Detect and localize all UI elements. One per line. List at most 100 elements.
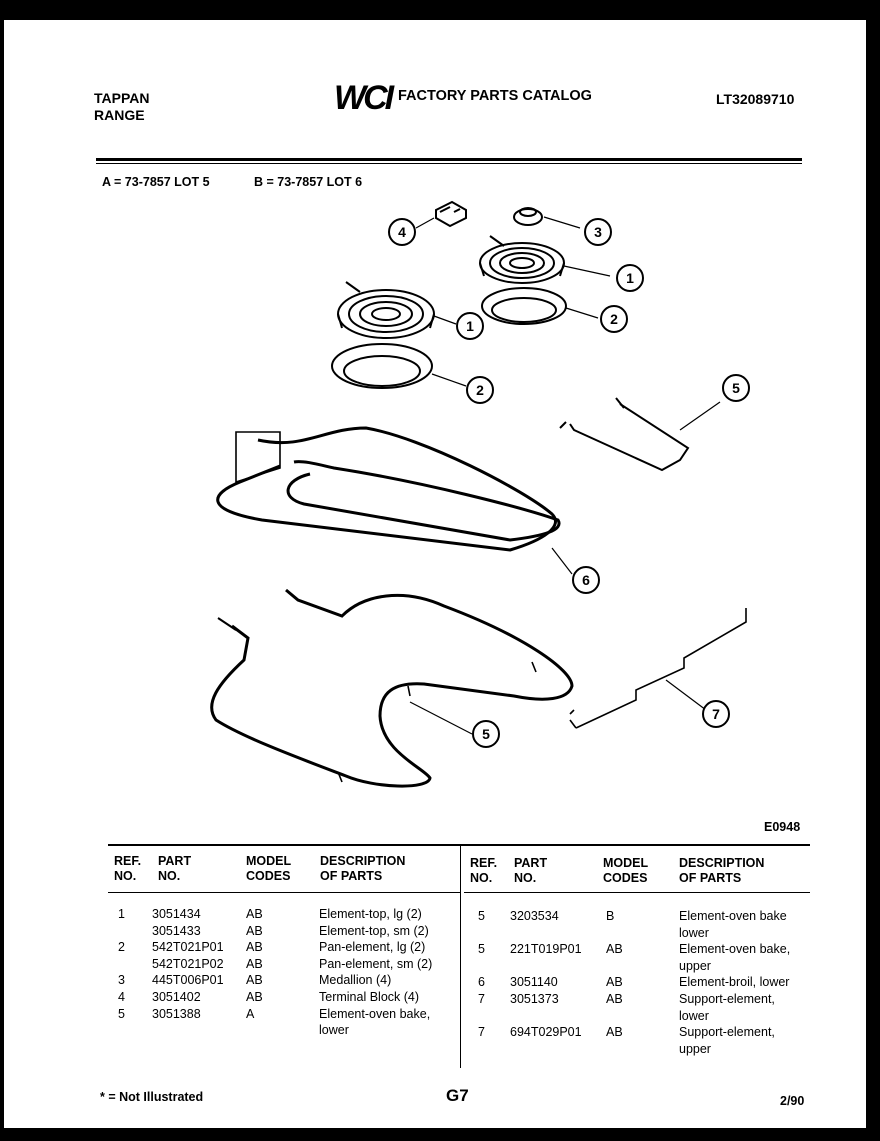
left-row-ref: [118, 1022, 125, 1039]
left-row-ref: [118, 956, 125, 973]
right-row-desc: Support-element,: [679, 1025, 775, 1040]
left-row-desc: Pan-element, sm (2): [319, 956, 433, 971]
right-row-desc: lower: [679, 925, 709, 940]
callout-2-upper: 2: [600, 305, 628, 333]
left-row-ref: 1: [118, 907, 125, 921]
oven-bake-element-lower: [210, 588, 574, 788]
left-row-ref: 4: [118, 989, 125, 1004]
brand-block: TAPPAN RANGE: [94, 90, 149, 124]
right-row-model: [606, 1008, 623, 1025]
oven-bake-element-upper: [559, 397, 721, 472]
left-desc-column: Element-top, lg (2)Element-top, sm (2)Pa…: [319, 906, 432, 1039]
header-rule-thick: [96, 158, 802, 161]
right-header-ref: REF.NO.: [470, 856, 498, 885]
table-column-divider: [460, 846, 461, 1068]
right-row-ref: 7: [478, 991, 485, 1006]
callout-2-lower: 2: [466, 376, 494, 404]
left-row-part: 3051434: [152, 907, 201, 921]
footnote: * = Not Illustrated: [100, 1090, 204, 1104]
surface-element-lower: [337, 281, 457, 339]
svg-text:7: 7: [712, 706, 720, 722]
callout-5-lower: 5: [472, 720, 500, 748]
left-row-part: 542T021P01: [152, 940, 224, 955]
svg-text:4: 4: [398, 224, 406, 240]
left-row-ref: 2: [118, 940, 125, 955]
left-row-part: 3051388: [152, 1006, 201, 1021]
left-row-part: [152, 1022, 224, 1039]
right-row-desc: Element-oven bake,: [679, 942, 791, 957]
right-row-model: AB: [606, 991, 623, 1006]
svg-text:1: 1: [466, 318, 474, 334]
right-row-model: [606, 958, 623, 975]
right-row-ref: 7: [478, 1025, 485, 1040]
model-b-label: B = 73-7857 LOT 6: [254, 175, 363, 189]
right-row-part: 3051373: [510, 991, 559, 1006]
left-header-ref: REF.NO.: [114, 854, 142, 883]
right-row-desc: upper: [679, 958, 711, 973]
left-row-desc: Element-oven bake,: [319, 1006, 431, 1021]
left-row-model: AB: [246, 956, 263, 971]
table-top-rule: [108, 844, 810, 846]
catalog-title: FACTORY PARTS CATALOG: [398, 88, 592, 104]
right-row-desc: Element-oven bake: [679, 909, 787, 923]
table-header-rule-left: [108, 892, 460, 893]
logo-text: WCI: [334, 79, 396, 114]
right-row-desc: Element-broil, lower: [679, 975, 790, 990]
right-row-model: [606, 1041, 623, 1058]
left-row-model: AB: [246, 923, 263, 938]
revision-date: 2/90: [780, 1094, 805, 1108]
left-row-model: AB: [246, 989, 263, 1004]
right-row-ref: 6: [478, 975, 485, 990]
right-row-part: [510, 925, 582, 942]
svg-text:2: 2: [610, 311, 618, 327]
right-row-ref: [478, 1041, 485, 1058]
left-row-model: AB: [246, 907, 263, 921]
callout-6: 6: [572, 566, 600, 594]
left-row-desc: Terminal Block (4): [319, 989, 420, 1004]
callout-1-lower: 1: [456, 312, 484, 340]
left-row-desc: lower: [319, 1023, 349, 1038]
exploded-parts-diagram: 4 3 1 1 2 2 5 6: [210, 200, 750, 788]
callout-5-upper: 5: [722, 374, 750, 402]
right-row-model: AB: [606, 942, 623, 957]
wci-logo: WCI: [332, 78, 399, 118]
broil-element: [216, 426, 573, 575]
right-row-desc: upper: [679, 1041, 711, 1056]
left-row-ref: 3: [118, 973, 125, 988]
left-row-part: 542T021P02: [152, 956, 224, 971]
left-row-model: [246, 1022, 263, 1039]
right-row-model: B: [606, 909, 615, 923]
support-element: [569, 608, 747, 729]
right-row-part: 221T019P01: [510, 942, 582, 957]
right-row-ref: 5: [478, 942, 485, 957]
diagram-code: E0948: [764, 820, 801, 834]
left-row-model: AB: [246, 973, 263, 988]
left-row-desc: Element-top, sm (2): [319, 923, 429, 938]
brand-name: TAPPAN: [94, 90, 150, 106]
left-row-model: AB: [246, 940, 263, 955]
callout-1-upper: 1: [616, 264, 644, 292]
catalog-page: TAPPAN RANGE WCI FACTORY PARTS CATALOG L…: [4, 20, 866, 1128]
right-row-part: [510, 1008, 582, 1025]
svg-text:5: 5: [732, 380, 740, 396]
right-row-model: AB: [606, 1025, 623, 1040]
right-row-part: [510, 958, 582, 975]
right-row-part: 694T029P01: [510, 1025, 582, 1040]
element-pan-small: [481, 287, 599, 325]
page-number: G7: [446, 1086, 469, 1105]
left-row-part: 3051433: [152, 923, 201, 938]
right-row-ref: [478, 1008, 485, 1025]
svg-text:6: 6: [582, 572, 590, 588]
svg-text:5: 5: [482, 726, 490, 742]
